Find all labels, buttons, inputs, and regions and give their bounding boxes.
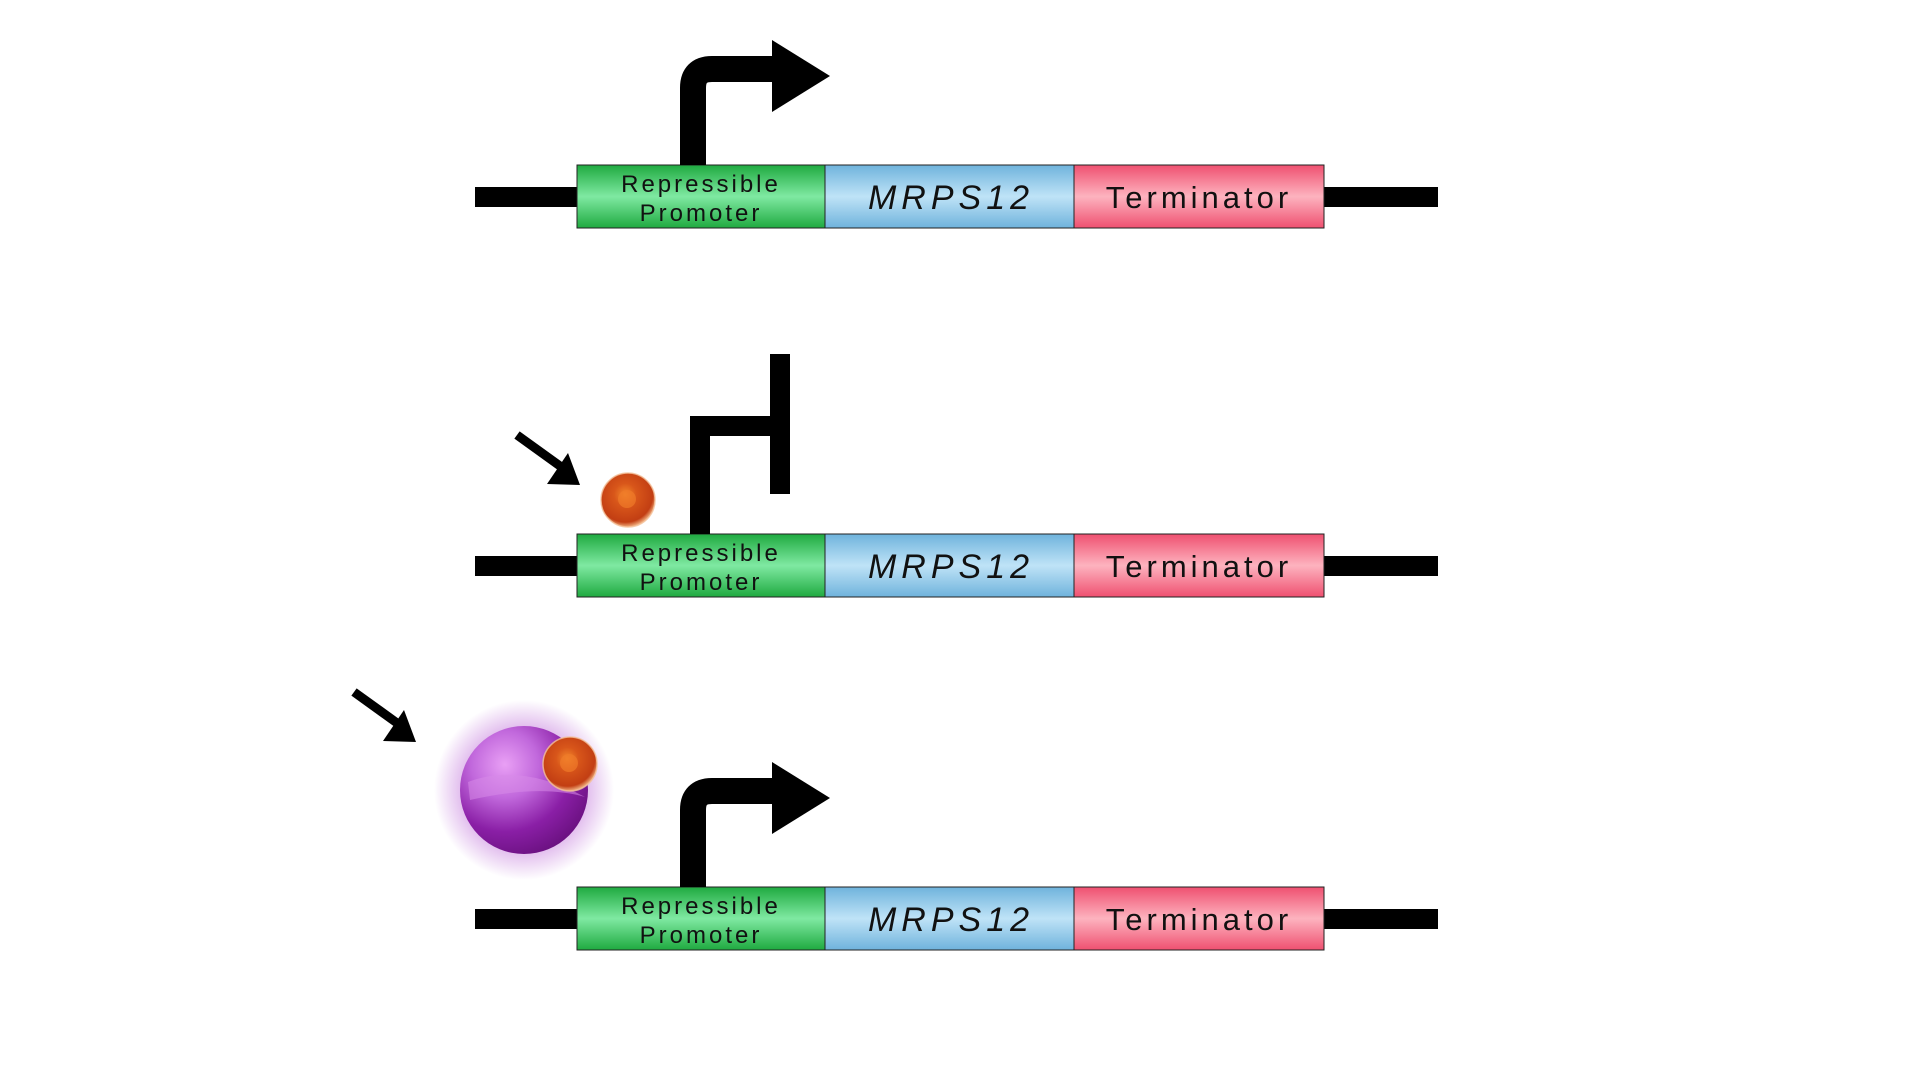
dna-line-right: [1324, 187, 1438, 207]
dna-line-right: [1324, 909, 1438, 929]
bent-arrow-icon: [680, 40, 830, 165]
gene-label: MRPS12: [868, 901, 1034, 939]
pointer-arrow-icon: [514, 431, 580, 485]
promoter-block: [576, 886, 826, 951]
gene-block: [824, 533, 1075, 598]
construct-active: Repressible Promoter MRPS12 Terminator: [475, 40, 1438, 229]
promoter-label-line1: Repressible: [621, 893, 781, 920]
terminator-label: Terminator: [1106, 902, 1292, 937]
promoter-label-line2: Promoter: [640, 922, 763, 949]
promoter-block: [576, 164, 826, 229]
terminator-block: [1073, 164, 1325, 229]
repressor-ball-icon: [542, 736, 598, 792]
construct-repressed: Repressible Promoter MRPS12 Terminator: [475, 354, 1438, 598]
inducer-sphere-icon: [434, 700, 614, 880]
repressor-ball-icon: [600, 472, 656, 528]
bent-arrow-icon: [680, 762, 830, 887]
promoter-label-line1: Repressible: [621, 171, 781, 198]
terminator-block: [1073, 886, 1325, 951]
dna-line-left: [475, 187, 577, 207]
gene-block: [824, 164, 1075, 229]
gene-label: MRPS12: [868, 179, 1034, 217]
blocked-transcription-icon: [690, 354, 790, 534]
promoter-label-line1: Repressible: [621, 540, 781, 567]
terminator-block: [1073, 533, 1325, 598]
dna-line-left: [475, 909, 577, 929]
gene-label: MRPS12: [868, 548, 1034, 586]
terminator-label: Terminator: [1106, 549, 1292, 584]
promoter-label-line2: Promoter: [640, 200, 763, 227]
gene-block: [824, 886, 1075, 951]
pointer-arrow-icon: [351, 688, 416, 742]
dna-line-right: [1324, 556, 1438, 576]
terminator-label: Terminator: [1106, 180, 1292, 215]
dna-line-left: [475, 556, 577, 576]
construct-induced: Repressible Promoter MRPS12 Terminator: [351, 688, 1438, 951]
promoter-label-line2: Promoter: [640, 569, 763, 596]
promoter-block: [576, 533, 826, 598]
